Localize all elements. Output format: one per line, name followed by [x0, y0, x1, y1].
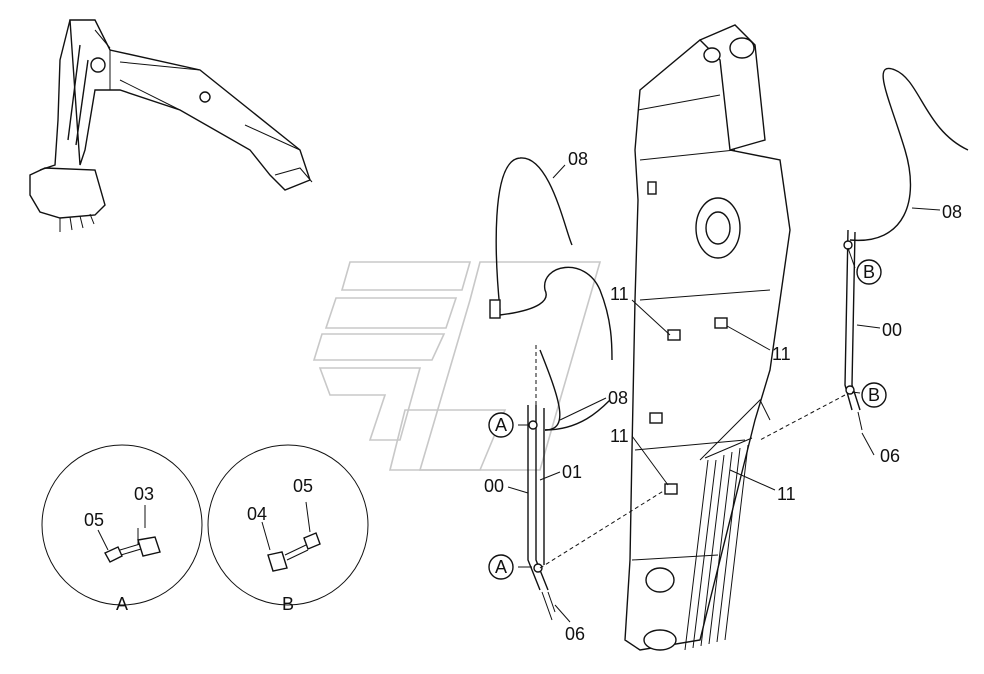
callout-a-lower: A	[495, 557, 507, 577]
right-pipe-assembly	[759, 67, 969, 441]
callout-a-circle	[488, 554, 514, 580]
part-label-05: 05	[293, 476, 313, 496]
callout-a-circle	[488, 412, 514, 438]
clamp-11-3	[664, 483, 678, 495]
detail-a-label: A	[116, 594, 128, 614]
left-pipe-assembly	[489, 157, 666, 621]
part-label-08: 08	[568, 149, 588, 169]
part-label-03: 03	[134, 484, 154, 504]
excavator-arm-overview	[29, 19, 313, 232]
leader-lines	[507, 164, 941, 623]
part-label-11: 11	[772, 344, 791, 364]
part-label-01: 01	[562, 462, 582, 482]
callout-b-lower: B	[868, 385, 880, 405]
detail-b-label: B	[282, 594, 294, 614]
part-label-00: 00	[484, 476, 504, 496]
callout-b-circle	[861, 382, 887, 408]
part-label-11: 11	[610, 426, 629, 446]
part-label-00: 00	[882, 320, 902, 340]
part-label-04: 04	[247, 504, 267, 524]
clamp-11-2	[649, 412, 663, 424]
part-label-06: 06	[565, 624, 585, 644]
watermark-logo	[312, 261, 602, 471]
part-label-08: 08	[942, 202, 962, 222]
boom-bracket	[647, 181, 657, 195]
part-label-11: 11	[610, 284, 629, 304]
part-label-05: 05	[84, 510, 104, 530]
part-labels: 08 08 08 11 11 11 11 00 00 01 06 06	[484, 149, 962, 644]
boom-assembly	[624, 24, 791, 651]
detail-b-view: 04 05 B	[207, 444, 369, 614]
part-label-08: 08	[608, 388, 628, 408]
clamp-11-4	[714, 317, 728, 329]
callout-a-upper: A	[495, 415, 507, 435]
callout-b-circle	[856, 259, 882, 285]
reference-callouts: A A B B	[488, 259, 887, 580]
clamp-11-1	[667, 329, 681, 341]
part-label-06: 06	[880, 446, 900, 466]
callout-b-upper: B	[863, 262, 875, 282]
detail-a-view: 03 05 A	[41, 444, 203, 614]
part-label-11: 11	[777, 484, 796, 504]
